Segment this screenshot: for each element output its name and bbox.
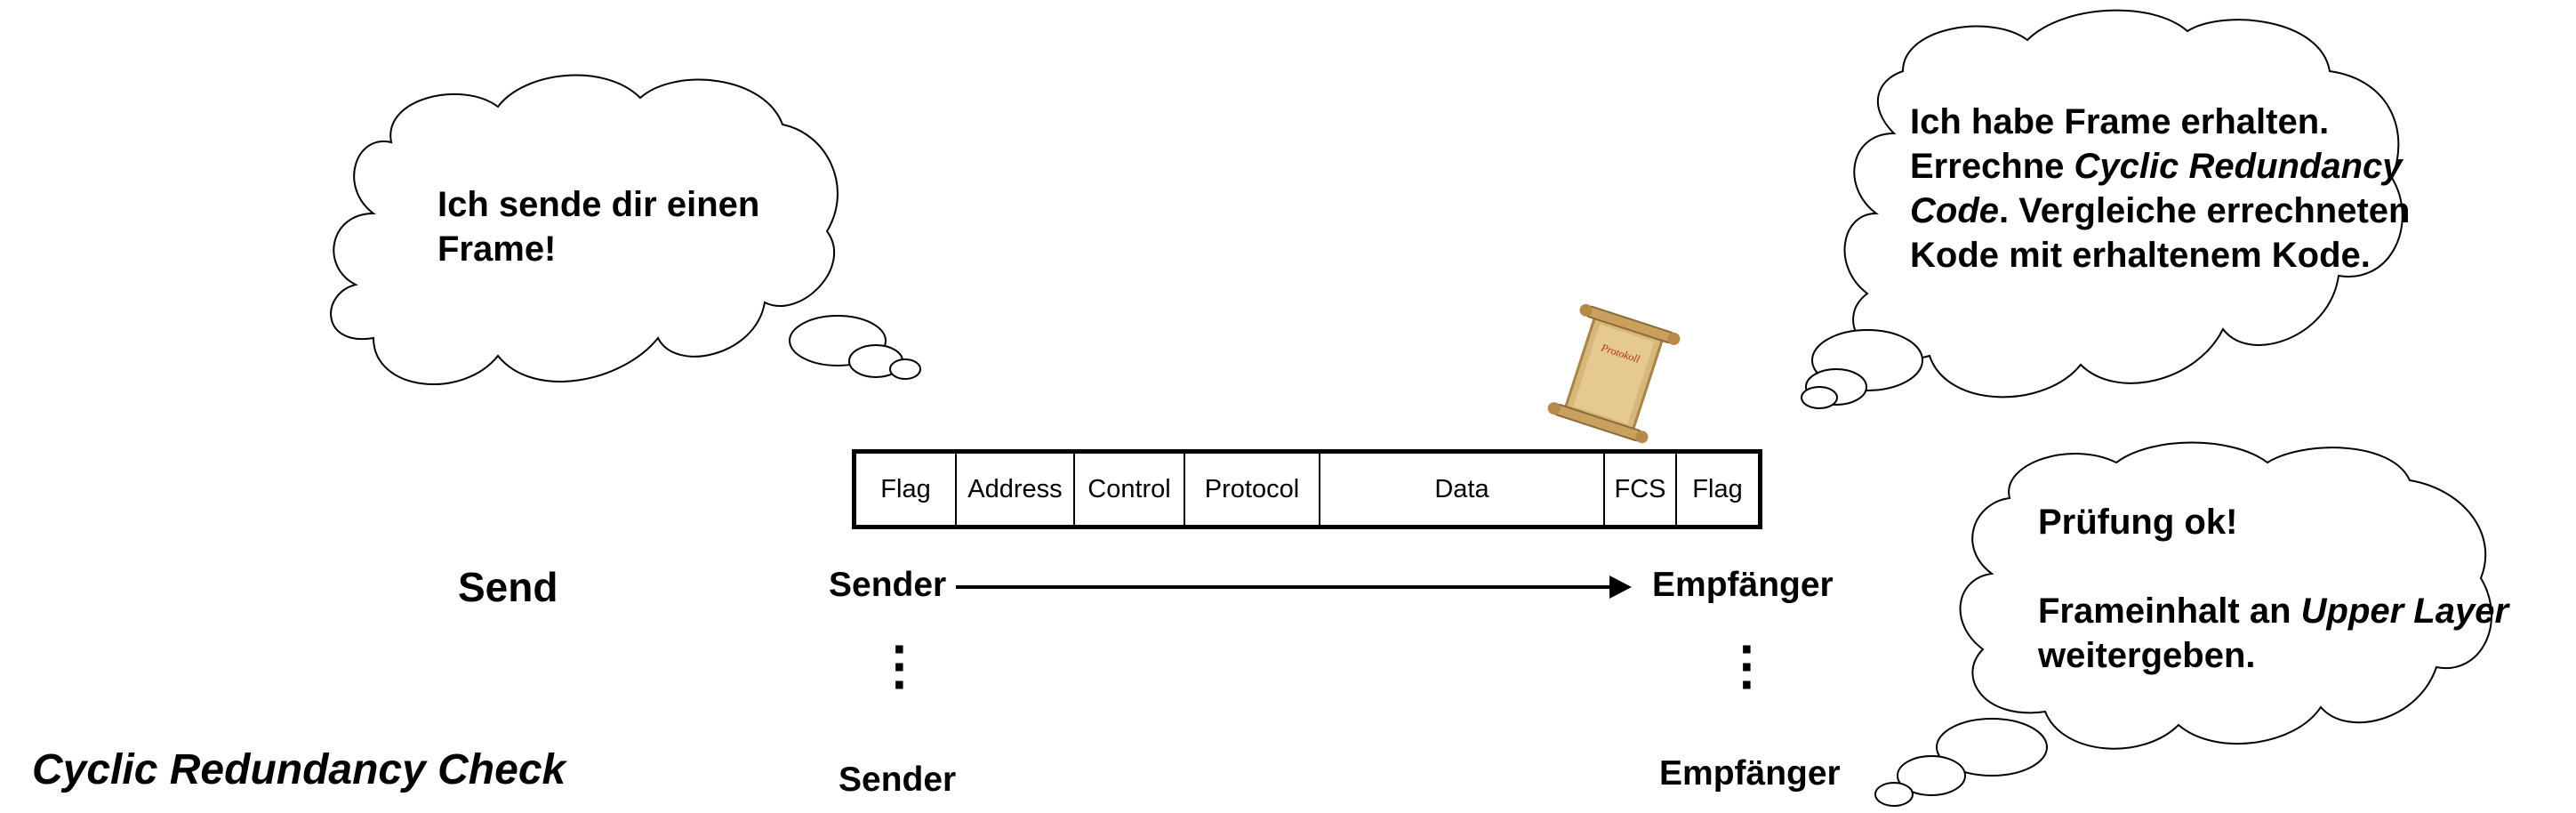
receiver-label-bottom: Empfänger [1659,754,1841,793]
frame-field-fcs: FCS [1605,454,1677,525]
sender-vertical-ellipsis: ··· [892,619,910,714]
right-top-bubble-line-1: Ich habe Frame erhalten. [1910,102,2330,141]
send-label: Send [458,564,558,610]
scroll-icon: Protokoll [1547,303,1681,444]
left-bubble-text: Ich sende dir einen Frame! [437,182,759,271]
right-bottom-bubble-spacer [2038,544,2508,589]
frame-field-address: Address [957,454,1075,525]
sender-label: Sender [829,566,947,604]
right-bottom-bubble-text: Prüfung ok! Frameinhalt an Upper Layer w… [2038,500,2508,678]
frame-field-flag-end: Flag [1692,474,1743,503]
right-top-thought-cloud [1801,9,2403,409]
frame-structure: Flag Address Control Protocol Data FCS F… [852,449,1762,529]
receiver-label: Empfänger [1652,566,1834,604]
footer-title: Cyclic Redundancy Check [32,746,566,793]
frame-field-data: Data [1320,454,1605,525]
right-top-bubble-text: Ich habe Frame erhalten. Errechne Cyclic… [1910,100,2410,278]
right-bottom-cloud-trail-3 [1874,782,1914,807]
left-bubble-line-2: Frame! [437,229,557,269]
sender-label-bottom: Sender [839,761,957,799]
receiver-vertical-ellipsis: ··· [1739,619,1757,714]
right-top-cloud-trail-3 [1801,386,1838,409]
right-top-bubble-line-2: Errechne Cyclic Redundancy [1910,147,2403,186]
left-bubble-line-1: Ich sende dir einen [437,185,760,224]
frame-field-protocol: Protocol [1185,454,1320,525]
right-bottom-cloud-trail-2 [1897,755,1966,796]
right-bottom-bubble-line-2: Frameinhalt an Upper Layer [2038,592,2509,631]
right-bottom-cloud-trail-1 [1936,718,2048,777]
right-bottom-bubble-line-3: weitergeben. [2038,636,2256,675]
transmission-arrow-head [1609,576,1632,599]
right-bottom-thought-cloud [1874,441,2492,807]
right-top-bubble-line-3: Code. Vergleiche errechneten [1910,191,2411,230]
left-cloud-trail-3 [889,358,921,380]
right-top-bubble-line-4: Kode mit erhaltenem Kode. [1910,236,2371,275]
frame-field-control: Control [1075,454,1185,525]
left-thought-cloud [330,74,921,385]
frame-field-flag-start: Flag [856,454,957,525]
right-bottom-bubble-line-1: Prüfung ok! [2038,503,2238,542]
